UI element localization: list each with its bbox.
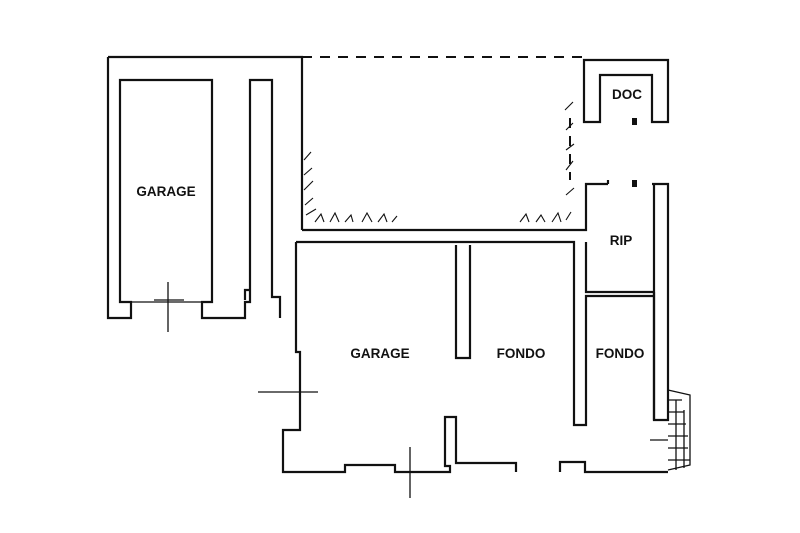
central-block	[258, 182, 668, 498]
stairs	[650, 389, 691, 471]
room-label-rip: RIP	[610, 233, 633, 248]
room-label-garage-center: GARAGE	[350, 346, 409, 361]
room-label-garage-left: GARAGE	[136, 184, 195, 199]
room-label-doc: DOC	[612, 87, 642, 102]
right-strip	[582, 58, 670, 422]
courtyard	[302, 56, 585, 223]
room-label-fondo-center: FONDO	[497, 346, 546, 361]
room-label-fondo-right: FONDO	[596, 346, 645, 361]
